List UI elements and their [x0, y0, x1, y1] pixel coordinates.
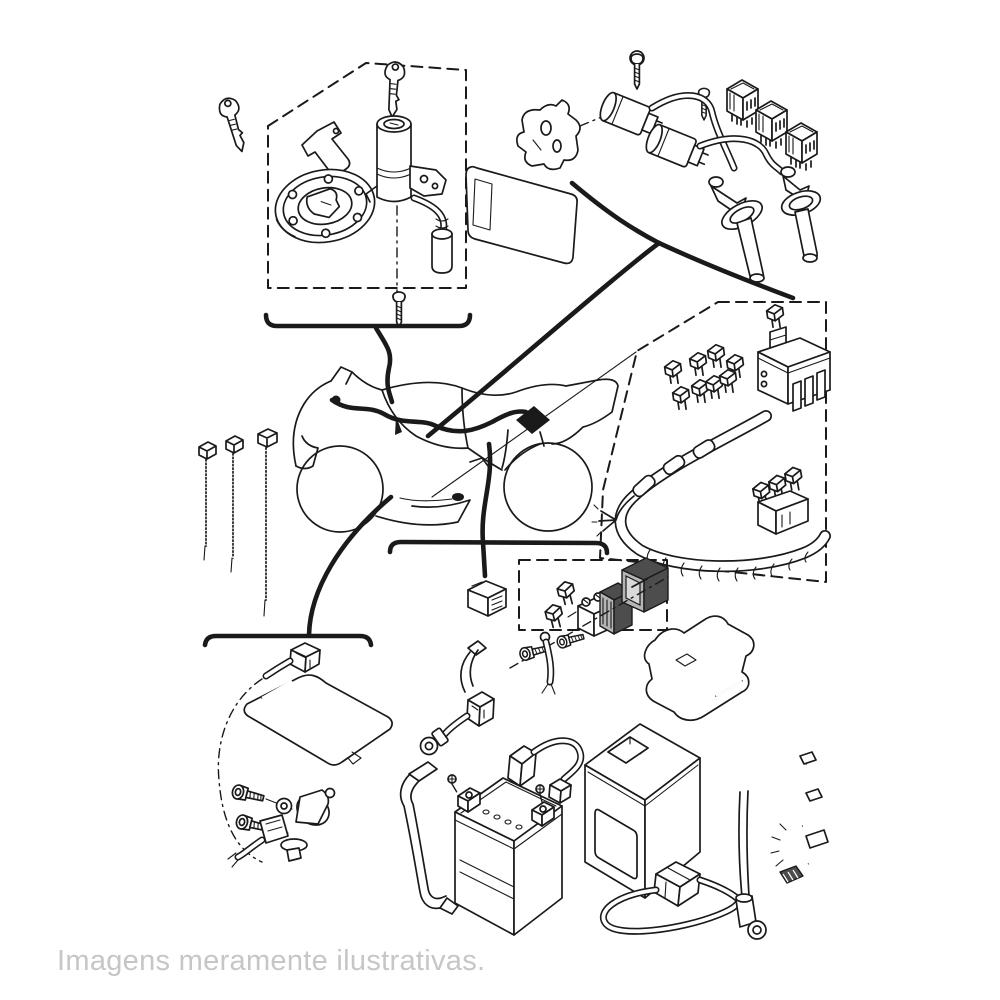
spark-plug-cap-1 — [708, 176, 765, 283]
battery-terminal-neg — [531, 801, 555, 827]
mounting-plate — [643, 615, 755, 722]
spark-plug-cap-2 — [780, 166, 822, 263]
mount-bolt-1 — [230, 783, 266, 806]
clamps — [770, 751, 829, 884]
ignition-switch — [365, 115, 453, 274]
mount-screw — [392, 291, 406, 328]
relay-block-2 — [755, 100, 788, 149]
main-harness — [591, 410, 831, 582]
coil-bracket — [516, 99, 581, 171]
spiral-wrap — [646, 549, 809, 582]
blank-label-card — [465, 165, 578, 265]
ground-connector — [653, 861, 701, 907]
ignition-switch-kit — [267, 60, 467, 328]
caption: Imagens meramente ilustrativas. — [57, 945, 486, 977]
motorcycle-outline — [292, 366, 619, 533]
battery-box — [584, 723, 701, 899]
spare-key — [216, 95, 251, 156]
harness-collars — [632, 439, 716, 498]
solenoid-leader — [306, 494, 394, 638]
rubber-mat — [243, 674, 393, 766]
fuse-box — [757, 326, 831, 412]
relay-lead — [539, 631, 556, 695]
relay-block-3 — [785, 122, 818, 171]
battery-leader — [480, 441, 493, 579]
coil-bolt — [629, 50, 645, 90]
battery — [447, 774, 563, 936]
small-connector — [262, 642, 321, 680]
sub-fuse-holder — [751, 465, 809, 535]
cdi-unit-2 — [621, 557, 669, 613]
clamp-small — [783, 751, 823, 802]
battery-terminal-pos — [457, 787, 481, 813]
relay-cdi-cluster — [419, 557, 669, 756]
solenoid-group — [217, 642, 393, 868]
ignition-coil-2 — [645, 123, 709, 168]
kit-box-outline — [599, 301, 827, 583]
routed-harness — [329, 397, 529, 434]
ignition-coil-group — [516, 50, 822, 283]
fuel-tank-cap — [274, 168, 376, 244]
relay-block-1 — [726, 79, 759, 128]
battery-strap — [399, 761, 459, 915]
cable-tie-long — [257, 428, 278, 617]
ground-cable — [599, 790, 767, 940]
battery-group — [399, 737, 585, 936]
clamp-large — [770, 823, 829, 884]
cable-tie-short — [198, 441, 217, 561]
cable-tie-medium — [225, 435, 244, 573]
solenoid-brace — [202, 633, 374, 648]
flasher-relay — [467, 580, 507, 617]
kit-brace — [263, 312, 473, 329]
leader-fork — [425, 180, 796, 439]
ignition-coil-1 — [599, 91, 663, 136]
starter-cable — [419, 640, 495, 756]
jumper-lead — [507, 737, 585, 811]
kit-leader — [373, 325, 395, 405]
battery-brace — [387, 539, 610, 556]
fuse-harness-kit — [591, 301, 831, 583]
solenoid — [227, 787, 336, 868]
ignition-key — [379, 60, 407, 119]
cable-ties — [198, 428, 278, 617]
